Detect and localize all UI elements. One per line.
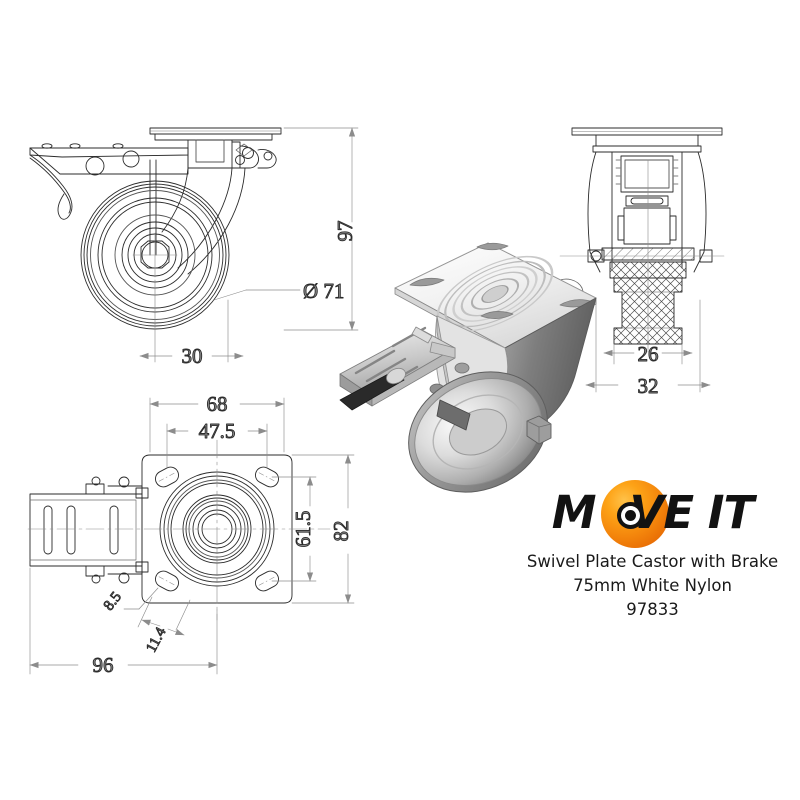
front-top-plate [571,127,723,153]
side-brake-pedal [29,143,189,220]
view-isometric [339,242,597,493]
plan-centre-mark [27,439,331,621]
dim-slot-length: 11.4 [143,625,169,656]
product-title-line2: 75mm White Nylon [573,576,732,595]
dims-plan-view [29,397,355,675]
product-code: 97833 [626,600,679,619]
iso-brake-pedal [339,326,456,411]
dim-offset: 30 [182,344,203,368]
dims-front-view [585,299,711,393]
view-plan [27,439,331,621]
dim-bolt-pitch-y: 61.5 [291,511,315,548]
dim-plate-length: 82 [329,521,353,542]
logo-word-left: M [551,486,597,539]
dim-overall-height: 97 [333,221,357,242]
view-front-elevation [555,127,725,353]
view-side-elevation [29,127,282,330]
dim-plate-width: 68 [207,392,228,416]
dim-bolt-pitch-x: 47.5 [199,419,236,443]
dim-wheel-diameter: Ø 71 [303,279,344,303]
plan-top-plate [141,454,293,604]
side-top-plate [149,127,282,141]
logo-o-centre-dot [624,510,636,521]
plan-brake-pedal [29,476,149,584]
iso-wheel [408,371,552,493]
side-centre-mark [132,232,178,278]
product-title-line1: Swivel Plate Castor with Brake [526,552,779,571]
logo-o-inner-ring [620,506,640,525]
front-axle [587,247,713,263]
front-centre-mark [559,159,725,353]
logo-word-right: IT [707,486,754,539]
dim-overall-length: 96 [93,653,114,677]
dim-fork-width: 32 [638,374,659,398]
dim-slot-width: 8.5 [101,589,125,614]
logo-o-ring-icon [616,502,644,529]
dim-tread-width: 26 [638,342,659,366]
plan-bolt-holes [155,466,279,592]
dims-side-view [139,127,359,363]
